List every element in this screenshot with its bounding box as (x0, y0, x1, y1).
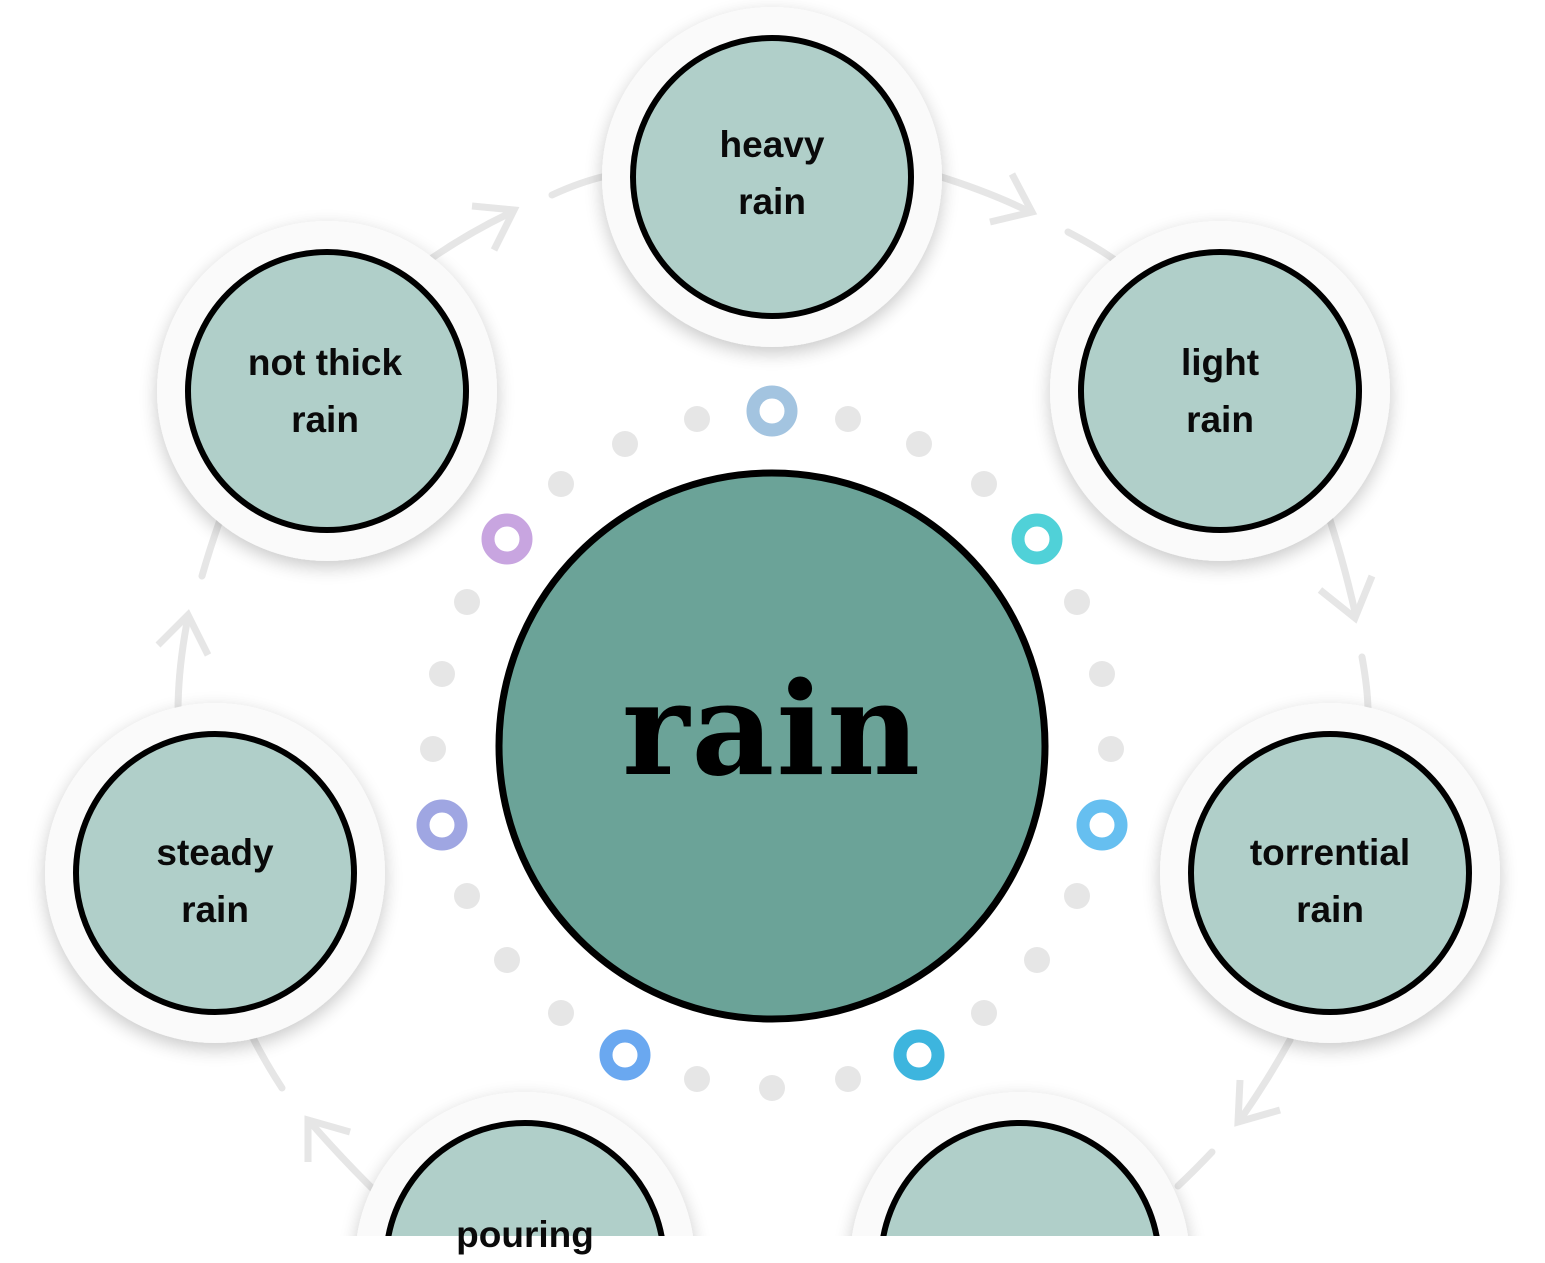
center-circle (495, 469, 1049, 1023)
ring-dot (494, 947, 520, 973)
flow-arrow (304, 1115, 384, 1200)
node-circle (1188, 731, 1472, 1015)
flow-arrow (1064, 228, 1119, 264)
accent-ring-icon (1011, 513, 1063, 565)
ring-dot (1064, 589, 1090, 615)
node-not-thick-rain (157, 221, 497, 561)
node-label-line1: pouring (456, 1214, 594, 1255)
ring-dot (1024, 947, 1050, 973)
node-circle (880, 1120, 1160, 1236)
arrow-line (428, 208, 516, 262)
arrow-head-icon (304, 1115, 351, 1162)
flow-arrow (428, 202, 520, 262)
arrow-line (198, 516, 224, 580)
node-label-not-thick-rain: not thick rain (205, 334, 445, 448)
flow-arrow (1358, 653, 1372, 716)
flow-arrow (931, 171, 1038, 226)
arrow-head-icon (155, 609, 212, 657)
flow-arrow (198, 516, 224, 580)
flow-arrow (1174, 1148, 1216, 1190)
ring-dot (835, 1066, 861, 1092)
ring-dot (759, 1075, 785, 1101)
node-label-line1: steady (156, 832, 274, 873)
node-label-line2: rain (738, 181, 806, 222)
node-torrential-rain (1160, 703, 1500, 1043)
node-label-line2: rain (291, 399, 359, 440)
flow-arrow (1234, 1036, 1294, 1127)
accent-ring-icon (599, 1029, 651, 1081)
arrow-head-icon (1317, 574, 1376, 624)
node-label-steady-rain: steady rain (95, 824, 335, 938)
node-label-line1: not thick (247, 342, 403, 383)
ring-dot (1098, 736, 1124, 762)
accent-ring-icon (746, 385, 798, 437)
node-label-line1: light (1180, 342, 1260, 383)
arrow-line (1358, 653, 1372, 716)
node-label-heavy-rain: heavy rain (652, 116, 892, 230)
flow-arrow (548, 172, 610, 199)
node-light-rain (1050, 221, 1390, 561)
ring-dot (971, 471, 997, 497)
arrow-head-icon (471, 202, 520, 252)
arrow-line (1236, 1036, 1294, 1124)
node-heavy-rain (602, 7, 942, 347)
node-circle (1078, 249, 1362, 533)
node-bottom-right (852, 1092, 1188, 1236)
ring-dot (906, 431, 932, 457)
arrow-line (548, 172, 610, 199)
ring-dot (835, 406, 861, 432)
arrow-line (1174, 1148, 1216, 1190)
node-label-line2: rain (181, 889, 249, 930)
node-label-line1: torrential (1249, 832, 1411, 873)
node-label-line2: rain (1186, 399, 1254, 440)
arrows-layer (155, 171, 1376, 1200)
ring-dot (548, 1000, 574, 1026)
accent-ring-icon (893, 1029, 945, 1081)
flow-arrow (248, 1032, 286, 1092)
ring-dot (1064, 883, 1090, 909)
ring-dot (429, 661, 455, 687)
ring-dot (612, 431, 638, 457)
node-circle (73, 731, 357, 1015)
arrow-head-icon (989, 172, 1038, 226)
arrow-head-icon (1234, 1079, 1281, 1127)
dots-layer (416, 385, 1128, 1101)
ring-dot (454, 589, 480, 615)
node-label-line1: heavy (719, 124, 825, 165)
ring-dot (684, 406, 710, 432)
ring-dot (454, 883, 480, 909)
node-circle (630, 35, 914, 319)
ring-dot (420, 736, 446, 762)
node-steady-rain (45, 703, 385, 1043)
accent-ring-icon (1076, 799, 1128, 851)
arrow-line (1064, 228, 1119, 264)
accent-ring-icon (481, 513, 533, 565)
node-label-light-rain: light rain (1100, 334, 1340, 448)
node-pouring-rain (357, 1092, 693, 1236)
ring-dot (548, 471, 574, 497)
nodes-layer (45, 7, 1500, 1236)
diagram-graphics (45, 7, 1500, 1236)
node-circle (185, 249, 469, 533)
diagram-canvas: rain heavy rain light rain torrential ra… (45, 7, 1500, 1255)
arrow-line (248, 1032, 286, 1092)
node-label-torrential-rain: torrential rain (1210, 824, 1450, 938)
flow-arrow (155, 609, 212, 716)
arrow-line (174, 613, 192, 716)
node-label-pouring-rain: pouring (405, 1206, 645, 1263)
node-label-line2: rain (1296, 889, 1364, 930)
ring-dot (684, 1066, 710, 1092)
arrow-line (931, 171, 1034, 216)
ring-dot (971, 1000, 997, 1026)
ring-dot (1089, 661, 1115, 687)
node-circle (385, 1120, 665, 1236)
center-label: rain (621, 655, 923, 805)
accent-ring-icon (416, 799, 468, 851)
